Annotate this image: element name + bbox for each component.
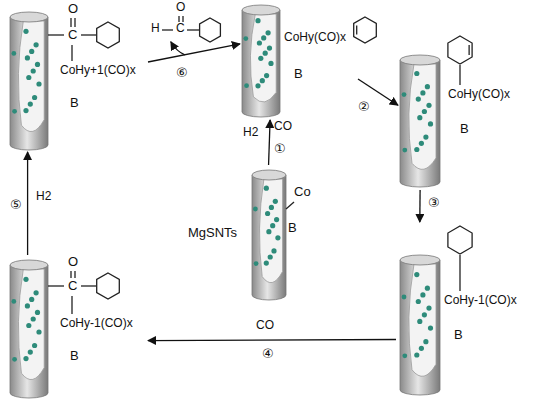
metal-hydride-label: CoHy-1(CO)x: [444, 294, 517, 308]
product-release-arrow: [171, 42, 185, 55]
atom-label: B: [70, 96, 79, 111]
material-label: MgSNTs: [188, 226, 237, 241]
reaction-arrow: [148, 339, 396, 340]
atom-label: B: [294, 67, 303, 82]
cyclohexyl-ring: [200, 18, 221, 42]
nanotube-complex: OC CoHy-1(CO)xB: [8, 255, 148, 400]
step-number: ⑤: [10, 198, 22, 213]
step-number: ④: [262, 347, 274, 362]
nanotube-complex: CoHy-1(CO)xB: [396, 222, 536, 400]
atom-label: C: [68, 279, 77, 294]
atom-label: Co: [294, 185, 311, 200]
reaction-arrow: [269, 120, 271, 165]
cyclohexene-ring: [354, 17, 377, 43]
nanotube-complex: OC CoHy+1(CO)xB: [8, 2, 148, 152]
atom-label: O: [176, 1, 185, 15]
reaction-arrow: [419, 190, 421, 222]
atom-label: B: [454, 328, 463, 343]
atom-label: B: [288, 221, 297, 236]
step-number: ⑥: [176, 66, 188, 81]
step-number: ③: [428, 196, 440, 211]
nanotube-drawing: [396, 222, 536, 400]
step-number: ①: [274, 142, 286, 157]
nanotube-complex: CoHy(CO)xB: [398, 30, 528, 190]
reagent-label: CO: [274, 120, 292, 134]
bond: [162, 29, 173, 30]
atom-label: O: [68, 255, 78, 270]
nanotube-drawing: [240, 3, 358, 120]
atom-label: H: [151, 22, 160, 36]
step-number: ②: [358, 100, 370, 115]
metal-hydride-label: CoHy(CO)x: [284, 31, 346, 45]
metal-hydride-label: CoHy+1(CO)x: [60, 64, 136, 78]
reaction-arrow: [148, 44, 240, 62]
metal-hydride-label: CoHy-1(CO)x: [60, 317, 133, 331]
metal-hydride-label: CoHy(CO)x: [448, 88, 510, 102]
reagent-label: CO: [256, 319, 274, 333]
reaction-arrow: [27, 152, 28, 255]
atom-label: C: [68, 28, 77, 43]
atom-label: B: [460, 122, 469, 137]
bond: [187, 29, 199, 30]
atom-label: B: [70, 349, 79, 364]
nanotube-drawing: [398, 30, 528, 190]
nanotube-complex: CoB: [250, 165, 314, 305]
atom-label: O: [68, 2, 78, 17]
atom-label: C: [176, 22, 185, 36]
double-bond: [356, 26, 357, 35]
nanotube-complex: CoHy(CO)xB: [240, 3, 358, 120]
reagent-label: H2: [243, 126, 258, 140]
reagent-label: H2: [36, 190, 51, 204]
